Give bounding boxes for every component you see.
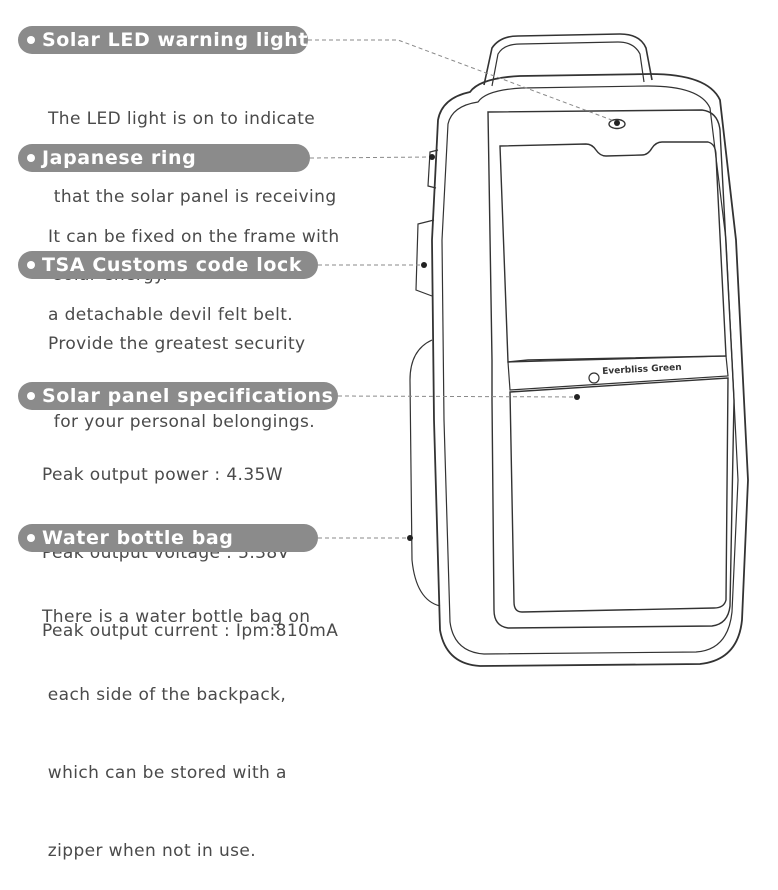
callout-bottle-line: which can be stored with a — [42, 763, 287, 783]
callout-ring-line: It can be fixed on the frame with — [48, 227, 340, 247]
callout-lock-line: Provide the greatest security — [48, 334, 306, 354]
callout-solar-line: Peak output power : 4.35W — [42, 465, 283, 485]
callout-bottle-line: zipper when not in use. — [42, 841, 257, 861]
callout-ring-title: Japanese ring — [18, 144, 310, 172]
callout-lock-description: Provide the greatest security for your p… — [48, 279, 315, 461]
callout-bottle-line: each side of the backpack, — [42, 685, 287, 705]
callout-led-title: Solar LED warning light — [18, 26, 308, 54]
callout-lock-title: TSA Customs code lock — [18, 251, 318, 279]
brand-logo-icon — [588, 372, 600, 384]
callout-lock-line: for your personal belongings. — [48, 412, 316, 432]
callout-solar-line: Peak output current : Ipm:810mA — [42, 621, 339, 641]
callout-led-line: that the solar panel is receiving — [48, 187, 337, 207]
callout-bottle-description: There is a water bottle bag on each side… — [42, 552, 310, 890]
callout-ring-description: It can be fixed on the frame with a deta… — [48, 172, 340, 354]
callout-led-line: The LED light is on to indicate — [48, 109, 316, 129]
callout-ring-line: a detachable devil felt belt. — [48, 305, 294, 325]
callout-solar-title: Solar panel specifications — [18, 382, 338, 410]
callout-bottle-line: There is a water bottle bag on — [42, 607, 311, 627]
callout-bottle-title: Water bottle bag — [18, 524, 318, 552]
